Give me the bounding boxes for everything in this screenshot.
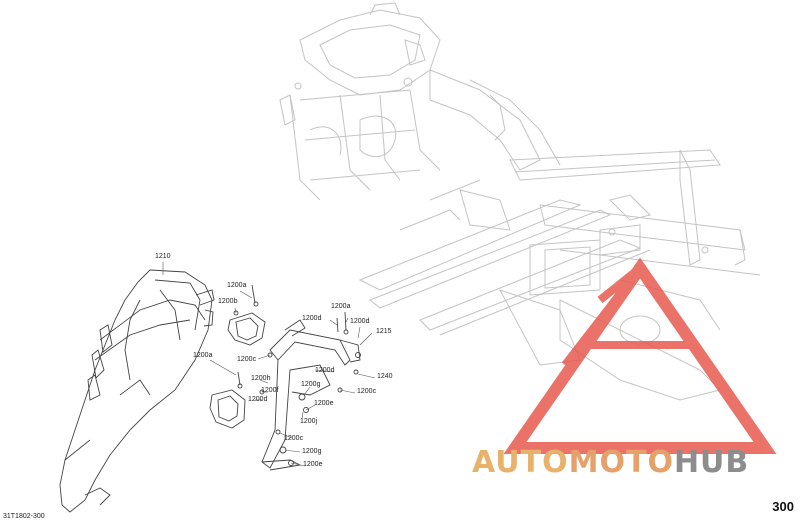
callout-1200d: 1200d [302, 315, 322, 322]
watermark-logo-text: AUTOMOTOHUB [472, 445, 749, 480]
figure-code: 31T1802-300 [3, 513, 45, 520]
callout-1200g: 1200g [302, 448, 322, 455]
callout-1200c: 1200c [357, 388, 377, 395]
watermark-auto: AUTO [472, 445, 569, 480]
vehicle-frame-drawing [279, 2, 761, 401]
callout-1200b: 1200b [218, 298, 238, 305]
callout-1200a: 1200a [227, 282, 247, 289]
callout-1240: 1240 [377, 373, 393, 380]
bracket-drawing [209, 284, 361, 471]
callout-leader-lines [162, 262, 376, 467]
callout-1200e: 1200e [303, 461, 323, 468]
callout-1200e: 1200e [314, 400, 334, 407]
callout-1200d: 1200d [315, 367, 335, 374]
page-number: 300 [772, 499, 794, 514]
callout-1200j: 1200j [300, 418, 318, 425]
callout-1200a: 1200a [331, 303, 351, 310]
callout-1215: 1215 [376, 328, 392, 335]
callout-1200g: 1200g [301, 381, 321, 388]
callout-1200c: 1200c [284, 435, 304, 442]
watermark-moto: MOTO [568, 445, 674, 480]
muffler-drawing [59, 269, 215, 513]
callout-1210: 1210 [155, 253, 171, 260]
callout-1200c: 1200c [237, 356, 257, 363]
callout-1200a: 1200a [193, 352, 213, 359]
callout-1200h: 1200h [251, 375, 271, 382]
callout-1200d: 1200d [248, 396, 268, 403]
watermark-triangle-logo [503, 257, 777, 454]
watermark-hub: HUB [673, 445, 750, 480]
callout-1200f: 1200f [261, 387, 279, 394]
callout-1200d: 1200d [350, 318, 370, 325]
